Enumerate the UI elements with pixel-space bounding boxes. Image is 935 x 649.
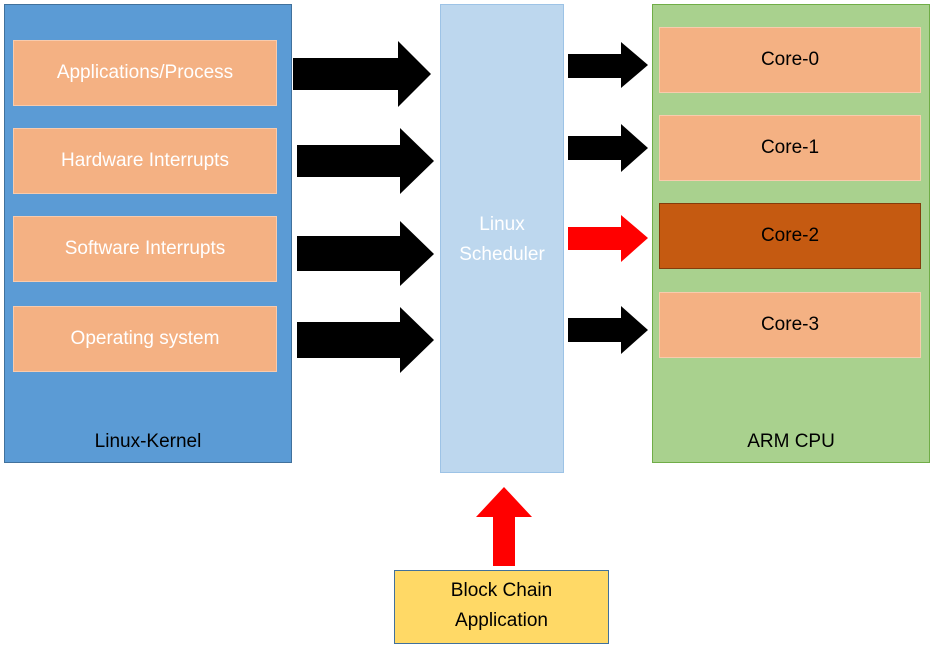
linux-kernel-label: Linux-Kernel	[94, 431, 202, 452]
block-chain-application-box	[394, 570, 609, 644]
arrow-scheduler-to-core-3	[568, 306, 648, 354]
linux-scheduler-box	[440, 4, 564, 473]
linux-scheduler-label: Linux Scheduler	[440, 210, 564, 270]
arrow-scheduler-to-core-1	[568, 124, 648, 172]
kernel-item-applications: Applications/Process	[13, 40, 277, 106]
arrow-software-to-scheduler	[297, 221, 434, 286]
block-chain-line1: Block Chain	[450, 580, 553, 601]
arrow-os-to-scheduler	[297, 307, 434, 373]
core-2-box: Core-2	[659, 203, 921, 269]
scheduler-label-line1: Linux	[479, 214, 525, 235]
scheduler-label-line2: Scheduler	[459, 244, 545, 265]
arrow-scheduler-to-core-2	[568, 215, 648, 262]
kernel-item-operating-system: Operating system	[13, 306, 277, 372]
core-3-box: Core-3	[659, 292, 921, 358]
arrow-applications-to-scheduler	[293, 41, 431, 107]
arrow-block-chain-to-scheduler	[476, 487, 532, 566]
arrow-hardware-to-scheduler	[297, 128, 434, 194]
block-chain-line2: Application	[455, 610, 548, 631]
arm-cpu-label: ARM CPU	[747, 431, 835, 452]
core-0-box: Core-0	[659, 27, 921, 93]
kernel-item-software-interrupts: Software Interrupts	[13, 216, 277, 282]
core-1-box: Core-1	[659, 115, 921, 181]
block-chain-application-label: Block Chain Application	[394, 576, 609, 636]
kernel-item-hardware-interrupts: Hardware Interrupts	[13, 128, 277, 194]
arrow-scheduler-to-core-0	[568, 42, 648, 88]
